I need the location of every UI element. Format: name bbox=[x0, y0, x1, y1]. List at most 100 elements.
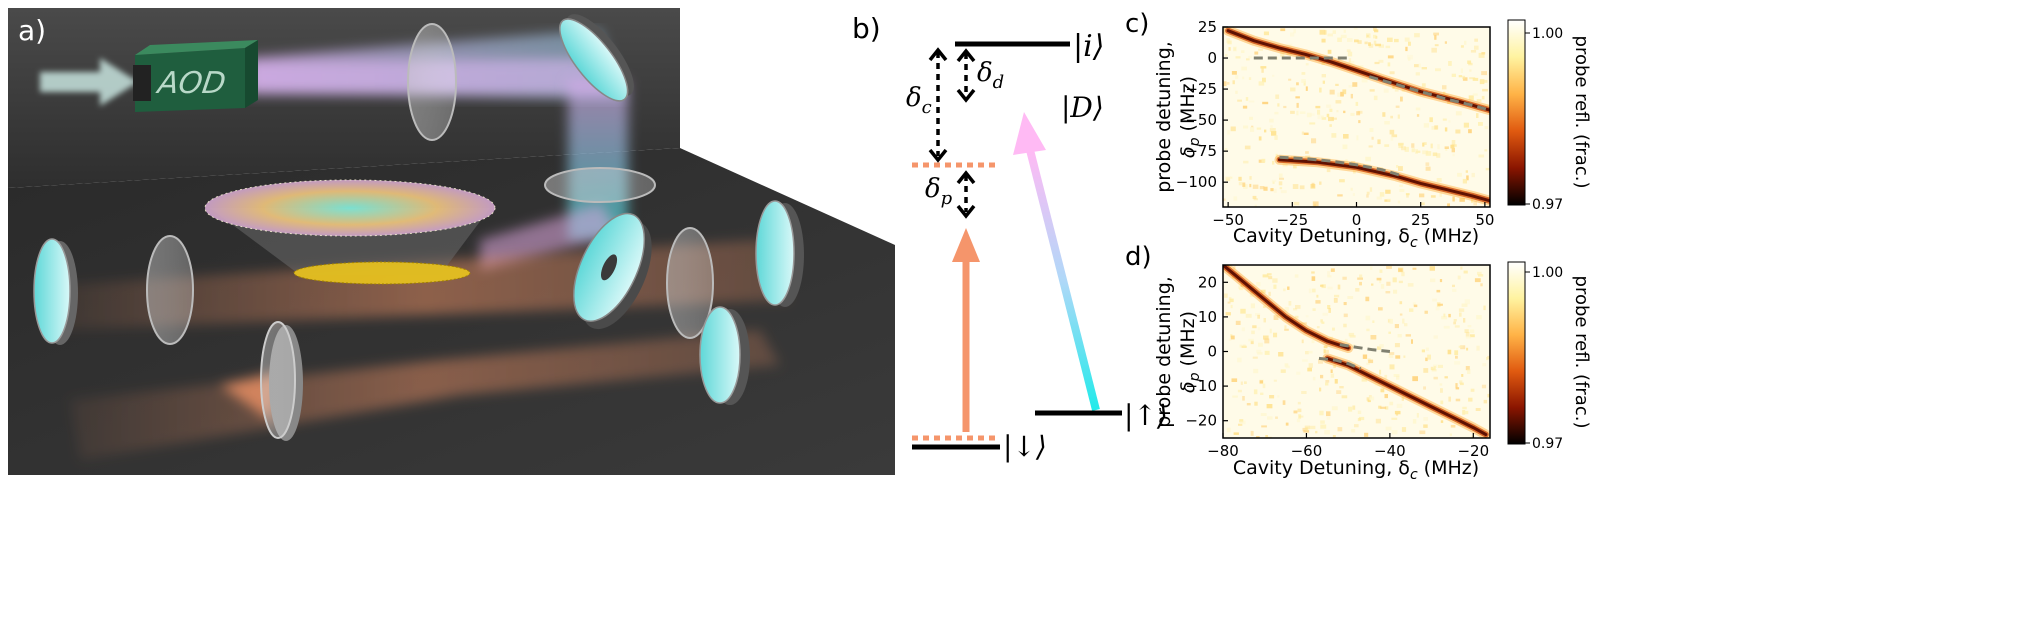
noise-speckle bbox=[1414, 64, 1419, 68]
noise-speckle bbox=[1467, 60, 1472, 64]
noise-speckle bbox=[1422, 150, 1429, 155]
y-tick-label: −10 bbox=[1185, 377, 1217, 395]
noise-speckle bbox=[1254, 401, 1258, 406]
noise-speckle bbox=[1265, 435, 1268, 438]
noise-speckle bbox=[1411, 143, 1415, 148]
noise-speckle bbox=[1415, 107, 1421, 111]
y-tick-label: 25 bbox=[1198, 18, 1217, 36]
noise-speckle bbox=[1394, 343, 1400, 348]
noise-speckle bbox=[1296, 371, 1301, 375]
noise-speckle bbox=[1333, 364, 1336, 368]
noise-speckle bbox=[1349, 335, 1356, 338]
noise-speckle bbox=[1277, 395, 1280, 398]
noise-speckle bbox=[1422, 142, 1425, 147]
noise-speckle bbox=[1308, 288, 1312, 294]
noise-speckle bbox=[1235, 320, 1241, 325]
noise-speckle bbox=[1393, 374, 1400, 377]
noise-speckle bbox=[1261, 289, 1266, 294]
noise-speckle bbox=[1267, 416, 1273, 420]
noise-speckle bbox=[1305, 151, 1309, 154]
noise-speckle bbox=[1223, 198, 1226, 201]
noise-speckle bbox=[1384, 144, 1390, 147]
noise-speckle bbox=[1434, 125, 1439, 130]
panel-d-ylabel-line2: δp (MHz) bbox=[1177, 311, 1203, 393]
noise-speckle bbox=[1250, 340, 1254, 345]
noise-speckle bbox=[1378, 307, 1383, 311]
noise-speckle bbox=[1230, 126, 1236, 132]
noise-speckle bbox=[1390, 115, 1393, 119]
noise-speckle bbox=[1252, 195, 1257, 199]
noise-speckle bbox=[1226, 82, 1230, 85]
noise-speckle bbox=[1356, 111, 1361, 116]
noise-speckle bbox=[1459, 312, 1462, 317]
noise-speckle bbox=[1399, 189, 1405, 192]
noise-speckle bbox=[1380, 388, 1385, 393]
noise-speckle bbox=[1397, 114, 1400, 119]
panel-c-plot-background bbox=[1223, 27, 1490, 207]
noise-speckle bbox=[1260, 413, 1267, 416]
noise-speckle bbox=[1385, 291, 1391, 294]
noise-speckle bbox=[1389, 352, 1395, 355]
noise-speckle bbox=[1242, 396, 1245, 401]
noise-speckle bbox=[1312, 308, 1316, 311]
fit-curve-2 bbox=[1279, 155, 1404, 178]
noise-speckle bbox=[1320, 424, 1327, 429]
noise-speckle bbox=[1319, 410, 1324, 416]
noise-speckle bbox=[1445, 147, 1448, 151]
noise-speckle bbox=[1466, 347, 1469, 351]
noise-speckle bbox=[1352, 82, 1358, 87]
noise-speckle bbox=[1401, 271, 1405, 277]
noise-speckle bbox=[1385, 189, 1391, 194]
noise-speckle bbox=[1337, 194, 1343, 197]
noise-speckle bbox=[1241, 66, 1247, 71]
noise-speckle bbox=[1284, 325, 1287, 329]
noise-speckle bbox=[1272, 160, 1275, 165]
noise-speckle bbox=[1474, 45, 1479, 50]
noise-speckle bbox=[1398, 143, 1403, 149]
panel-d-label: d) bbox=[1125, 242, 1152, 272]
noise-speckle bbox=[1274, 111, 1279, 115]
noise-speckle bbox=[1383, 88, 1389, 93]
noise-speckle bbox=[1320, 374, 1324, 379]
noise-speckle bbox=[1293, 410, 1298, 414]
noise-speckle bbox=[1379, 369, 1382, 375]
noise-speckle bbox=[1298, 414, 1302, 419]
noise-speckle bbox=[1336, 110, 1339, 113]
noise-speckle bbox=[1416, 413, 1419, 418]
noise-speckle bbox=[1225, 177, 1231, 182]
noise-speckle bbox=[1303, 132, 1309, 135]
noise-speckle bbox=[1416, 114, 1420, 117]
noise-speckle bbox=[1455, 129, 1461, 134]
panel-b-label: b) bbox=[852, 12, 881, 45]
noise-speckle bbox=[1368, 43, 1374, 48]
noise-speckle bbox=[1431, 369, 1437, 372]
noise-speckle bbox=[1441, 315, 1448, 320]
noise-speckle bbox=[1343, 110, 1346, 114]
noise-speckle bbox=[1373, 34, 1377, 39]
noise-speckle bbox=[1297, 408, 1302, 413]
noise-speckle bbox=[1366, 33, 1371, 39]
noise-speckle bbox=[1358, 120, 1361, 124]
noise-speckle bbox=[1404, 37, 1410, 42]
noise-speckle bbox=[1455, 355, 1458, 359]
noise-speckle bbox=[1325, 382, 1329, 386]
noise-speckle bbox=[1305, 315, 1309, 318]
noise-speckle bbox=[1306, 112, 1312, 118]
holed-mirror bbox=[573, 212, 652, 330]
resonance-feature-1 bbox=[1278, 158, 1490, 203]
noise-speckle bbox=[1486, 357, 1489, 361]
noise-speckle bbox=[1251, 125, 1254, 128]
noise-speckle bbox=[1453, 198, 1458, 201]
noise-speckle bbox=[1327, 286, 1333, 290]
noise-speckle bbox=[1395, 413, 1399, 416]
noise-speckle bbox=[1391, 430, 1398, 435]
panel-d-colorbar-label: probe refl. (frac.) bbox=[1571, 276, 1592, 429]
noise-speckle bbox=[1421, 202, 1425, 206]
panel-c-label: c) bbox=[1125, 9, 1149, 39]
noise-speckle bbox=[1401, 396, 1404, 401]
noise-speckle bbox=[1382, 112, 1386, 117]
noise-speckle bbox=[1404, 146, 1409, 152]
noise-speckle bbox=[1350, 187, 1353, 191]
